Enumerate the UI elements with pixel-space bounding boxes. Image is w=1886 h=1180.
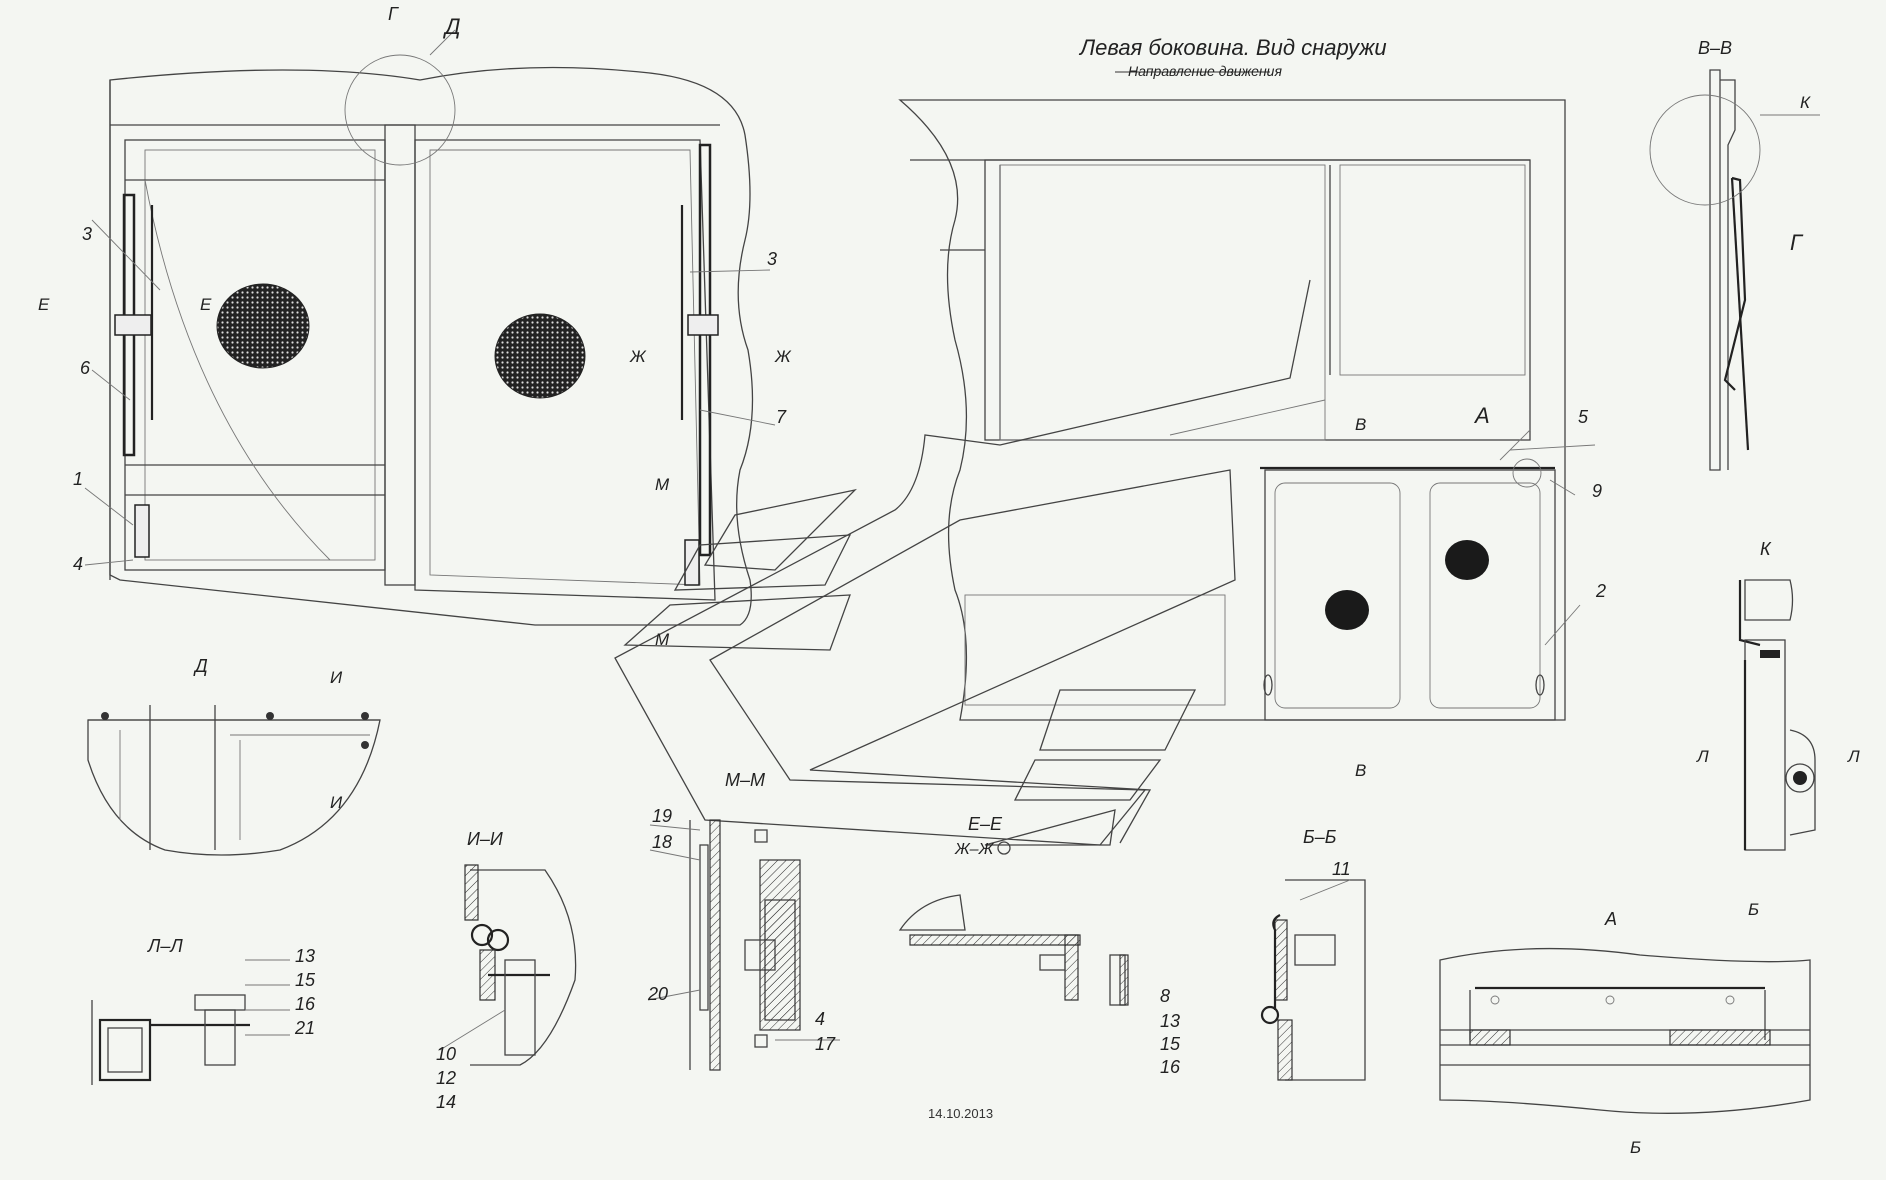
view-label-ll: Л–Л — [147, 936, 183, 956]
callout-9: 9 — [1592, 481, 1602, 501]
section-mark-e-right: Е — [200, 295, 212, 314]
view-label-vv: В–В — [1698, 38, 1732, 58]
section-mark-v-bottom: В — [1355, 761, 1366, 780]
view-label-zz: Ж–Ж — [954, 841, 995, 858]
callout-15-ee: 15 — [1160, 1034, 1181, 1054]
vent-grille-right — [494, 313, 586, 399]
view-label-ii: И–И — [467, 829, 503, 849]
callout-2: 2 — [1595, 581, 1606, 601]
vent-grille-side-2 — [1445, 540, 1489, 580]
callout-20: 20 — [647, 984, 668, 1004]
callout-13-ll: 13 — [295, 946, 315, 966]
callout-6: 6 — [80, 358, 91, 378]
callout-1: 1 — [73, 469, 83, 489]
section-mark-l-right: Л — [1847, 747, 1860, 766]
view-label-bb: Б–Б — [1303, 827, 1337, 847]
view-label-ee: Е–Е — [968, 814, 1003, 834]
section-mark-m-top: М — [655, 475, 670, 494]
section-mark-i-top: И — [330, 668, 343, 687]
drawing-title: Левая боковина. Вид снаружи — [1078, 35, 1387, 60]
section-mark-g: Г — [1790, 230, 1804, 255]
left-door-view — [84, 29, 776, 626]
view-label-d: Д — [442, 14, 461, 39]
callout-21: 21 — [294, 1018, 315, 1038]
view-label-k: К — [1760, 539, 1772, 559]
view-ii — [439, 864, 577, 1066]
section-mark-i-bottom: И — [330, 793, 343, 812]
callout-10: 10 — [436, 1044, 456, 1064]
callout-13-ee: 13 — [1160, 1011, 1180, 1031]
view-label-g: Г — [388, 4, 399, 24]
callout-4-left: 4 — [73, 554, 83, 574]
hinge-bar-right — [698, 143, 712, 557]
view-bb — [1260, 879, 1366, 1081]
view-vv — [1649, 69, 1820, 471]
view-ee — [898, 841, 1129, 1006]
detail-circle-d — [344, 54, 456, 166]
section-mark-k: К — [1800, 93, 1811, 112]
callout-7: 7 — [776, 407, 787, 427]
callout-14: 14 — [436, 1092, 456, 1112]
callout-3-right: 3 — [767, 249, 777, 269]
section-mark-l-left: Л — [1696, 747, 1709, 766]
view-label-mm: М–М — [725, 770, 765, 790]
callout-4-mm: 4 — [815, 1009, 825, 1029]
callout-15-ll: 15 — [295, 970, 316, 990]
drawing-date: 14.10.2013 — [928, 1106, 993, 1121]
section-mark-zh-left: Ж — [629, 347, 647, 366]
section-mark-b-bottom: Б — [1630, 1138, 1641, 1157]
vent-grille-left — [216, 283, 310, 369]
section-mark-e-left: Е — [38, 295, 50, 314]
view-d — [87, 705, 381, 856]
section-mark-v-top: В — [1355, 415, 1366, 434]
direction-label: Направление движения — [1128, 63, 1282, 79]
view-a — [1439, 947, 1811, 1114]
callout-17: 17 — [815, 1034, 836, 1054]
callout-5: 5 — [1578, 407, 1589, 427]
view-k — [1738, 579, 1816, 851]
side-exterior-view — [614, 99, 1596, 846]
callout-18: 18 — [652, 832, 672, 852]
view-ll — [91, 959, 290, 1085]
callout-16-ll: 16 — [295, 994, 316, 1014]
callout-8: 8 — [1160, 986, 1170, 1006]
section-mark-zh-right: Ж — [774, 347, 792, 366]
view-label-a: А — [1604, 909, 1617, 929]
vent-grille-side-1 — [1325, 590, 1369, 630]
section-mark-m-bottom: М — [655, 630, 670, 649]
callout-12: 12 — [436, 1068, 456, 1088]
view-mm — [647, 819, 840, 1071]
callout-3-left: 3 — [82, 224, 92, 244]
callout-11: 11 — [1332, 859, 1351, 879]
section-mark-a: А — [1473, 403, 1490, 428]
view-label-d-detail: Д — [193, 656, 208, 676]
callout-19: 19 — [652, 806, 672, 826]
section-mark-b-top: Б — [1748, 900, 1759, 919]
callout-16-ee: 16 — [1160, 1057, 1181, 1077]
